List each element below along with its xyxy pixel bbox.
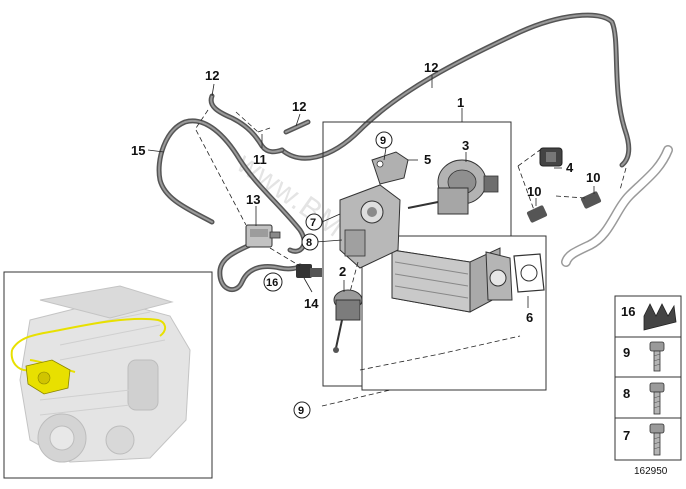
callout-8-badge: 8	[301, 233, 319, 251]
callout-7-badge: 7	[305, 213, 323, 231]
callout-15: 15	[131, 143, 145, 158]
clamp-icon	[643, 303, 677, 331]
legend: 16 9 8 7	[614, 295, 682, 461]
vacuum-actuator	[333, 289, 363, 353]
egr-housing	[339, 184, 401, 269]
callout-13: 13	[246, 192, 260, 207]
vacuum-hose-long	[279, 12, 632, 168]
sleeve-left	[526, 205, 548, 223]
callout-11: 11	[253, 152, 267, 167]
egr-valve	[407, 159, 499, 215]
legend-9-label: 9	[623, 345, 630, 360]
egr-cooler	[391, 247, 513, 313]
callout-12a: 12	[205, 68, 219, 83]
gasket	[513, 253, 545, 293]
sleeve-right	[580, 191, 602, 209]
callout-3: 3	[462, 138, 469, 153]
sensor-clip	[296, 264, 322, 278]
connector-4	[539, 147, 563, 167]
vacuum-valve	[245, 224, 281, 248]
callout-12c: 12	[292, 99, 306, 114]
callout-2: 2	[339, 264, 346, 279]
callout-8: 8	[306, 237, 312, 249]
callout-5: 5	[424, 152, 431, 167]
callout-9b-badge: 9	[293, 401, 311, 419]
vacuum-hose-short	[208, 93, 285, 155]
callout-9a-badge: 9	[375, 131, 393, 149]
callout-14: 14	[304, 296, 319, 311]
callout-1: 1	[457, 95, 464, 110]
callout-16: 16	[266, 277, 278, 289]
leader-lines	[195, 109, 627, 407]
legend-8-label: 8	[623, 386, 630, 401]
engine-inset	[3, 271, 213, 479]
bolt-icon-9	[649, 341, 665, 372]
diagram-id: 162950	[634, 466, 668, 477]
callout-4: 4	[566, 160, 574, 175]
callout-leaders	[147, 75, 595, 308]
callout-10b: 10	[586, 170, 600, 185]
callout-16-badge: 16	[263, 272, 283, 292]
callout-10a: 10	[527, 184, 541, 199]
bolt-icon-7	[649, 423, 665, 456]
bracket	[371, 151, 409, 185]
callout-12b: 12	[424, 60, 438, 75]
callout-6: 6	[526, 310, 533, 325]
callout-7: 7	[310, 217, 316, 229]
callout-9a: 9	[380, 135, 386, 147]
bolt-icon-8	[649, 382, 665, 415]
coolant-pipe-ghost	[561, 145, 673, 267]
legend-7-label: 7	[623, 428, 630, 443]
legend-16-label: 16	[621, 304, 635, 319]
callout-9b: 9	[298, 405, 304, 417]
